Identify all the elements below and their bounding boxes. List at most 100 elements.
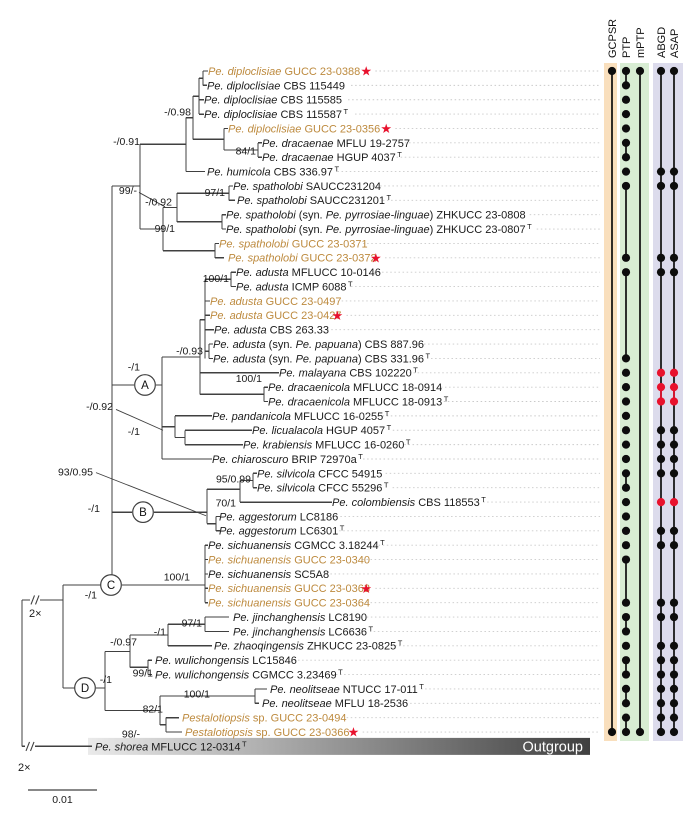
method-dot — [656, 526, 666, 535]
method-dot — [621, 383, 631, 392]
support-value: 100/1 — [236, 373, 262, 385]
taxon-label: Pe. sichuanensis CGMCC 3.18244 T — [208, 538, 385, 552]
method-dot — [621, 81, 631, 90]
method-dot — [621, 512, 631, 521]
method-dot — [656, 670, 666, 679]
method-dot — [621, 253, 631, 262]
method-dot — [656, 727, 666, 737]
method-dot — [669, 454, 679, 464]
method-dot — [621, 670, 631, 679]
new-isolate-star-icon: ★ — [380, 121, 392, 136]
outgroup-label: Outgroup — [523, 739, 583, 755]
column-header: ASAP — [669, 29, 681, 58]
method-dot — [621, 727, 631, 737]
method-dot — [621, 498, 631, 507]
support-value: -/0.98 — [164, 106, 191, 118]
taxon-label: Pe. wulichongensis CGMCC 3.23469 T — [155, 667, 343, 681]
taxon-label: Pe. jinchanghensis LC6636 T — [233, 624, 373, 638]
support-value: -/1 — [154, 627, 166, 639]
clade-letter: D — [81, 683, 89, 695]
support-value: -/0.92 — [86, 401, 113, 413]
support-value: -/1 — [85, 589, 97, 601]
support-pointer-line — [95, 472, 207, 517]
new-isolate-star-icon: ★ — [370, 250, 382, 265]
method-dot — [621, 138, 631, 147]
method-dot — [669, 699, 679, 708]
support-pointers — [95, 192, 207, 517]
taxon-label: Pe. jinchanghensis LC8190 — [233, 612, 367, 624]
taxon-label: Pe. zhaoqingensis ZHKUCC 23-0825 T — [214, 639, 403, 653]
clade-circle — [74, 677, 96, 699]
method-dot — [656, 541, 666, 550]
support-value: -/0.97 — [110, 637, 137, 649]
clade-letter: C — [107, 580, 115, 592]
new-isolate-star-icon: ★ — [348, 725, 360, 740]
method-dot-red — [656, 368, 666, 377]
clade-letter: B — [139, 507, 147, 519]
method-dot — [621, 167, 631, 176]
method-dot — [621, 66, 631, 76]
method-band — [604, 63, 617, 741]
taxon-label: Pe. adusta CBS 263.33 — [214, 325, 329, 337]
branch-breaks — [25, 594, 40, 752]
method-dot — [656, 440, 666, 449]
method-dot — [656, 268, 666, 277]
method-dot — [621, 598, 631, 607]
method-dot — [621, 483, 631, 492]
support-value: -/0.91 — [113, 136, 140, 148]
method-dot — [669, 541, 679, 550]
method-dot — [656, 253, 666, 262]
method-dot-red — [669, 498, 679, 507]
method-dot — [669, 426, 679, 435]
outgroup-bar — [88, 737, 590, 755]
method-dot — [621, 454, 631, 464]
support-value: 99/1 — [133, 668, 154, 680]
method-dot — [669, 181, 679, 191]
taxon-label: Pe. sichuanensis SC5A8 — [208, 569, 329, 581]
break-slash — [25, 741, 31, 752]
taxon-label: Pe. spatholobi GUCC 23-0371 — [219, 238, 368, 250]
taxon-label: Pe. adusta (syn. Pe. papuana) CBS 887.96 — [213, 339, 424, 351]
taxon-label: Pe. neolitseae MFLU 18-2536 — [262, 698, 408, 710]
method-dot — [621, 95, 631, 104]
support-value: 98/- — [122, 729, 141, 741]
break-slash — [34, 595, 40, 605]
method-dot-red — [669, 368, 679, 377]
method-dot — [669, 167, 679, 176]
tree-branches — [21, 70, 332, 748]
support-value: 100/1 — [203, 273, 229, 285]
method-dot — [621, 110, 631, 119]
taxon-label: Pe. adusta MFLUCC 10-0146 — [236, 267, 381, 279]
method-dot — [669, 598, 679, 607]
support-value: -/1 — [100, 674, 112, 686]
method-dot — [621, 555, 631, 564]
method-dot — [669, 713, 679, 722]
method-dot — [621, 641, 631, 650]
taxon-label: Pe. adusta GUCC 23-0427 — [210, 310, 341, 322]
method-dot — [607, 66, 617, 76]
taxon-label: Pe. silvicola CFCC 55296 T — [257, 481, 389, 495]
method-dot — [621, 469, 631, 478]
method-dot — [669, 469, 679, 478]
support-value: 99/- — [119, 185, 138, 197]
taxon-labels: Pe. diploclisiae GUCC 23-0388★Pe. diploc… — [95, 64, 532, 754]
method-dot — [656, 426, 666, 435]
method-dot — [656, 699, 666, 708]
taxon-label: Pe. diploclisiae CBS 115585 — [204, 95, 342, 107]
support-value: -/1 — [128, 426, 140, 438]
taxon-label: Pe. sichuanensis GUCC 23-0340 — [208, 554, 370, 566]
method-dot — [669, 526, 679, 535]
method-dot — [669, 641, 679, 650]
break-slash — [29, 741, 35, 752]
taxon-label: Pe. adusta (syn. Pe. papuana) CBS 331.96… — [213, 351, 431, 365]
method-dot — [656, 167, 666, 176]
taxon-label: Pe. krabiensis MFLUCC 16-0260 T — [243, 438, 411, 452]
method-dot-red — [669, 397, 679, 406]
branch-scale-annotation: 2× — [18, 762, 31, 774]
taxon-label: Pe. aggestorum LC6301 T — [219, 524, 345, 538]
taxon-label: Pe. pandanicola MFLUCC 16-0255 T — [212, 409, 390, 423]
taxon-label: Pe. spatholobi (syn. Pe. pyrrosiae-lingu… — [226, 210, 526, 222]
taxon-label: Pe. sichuanensis GUCC 23-0363 — [208, 583, 370, 595]
